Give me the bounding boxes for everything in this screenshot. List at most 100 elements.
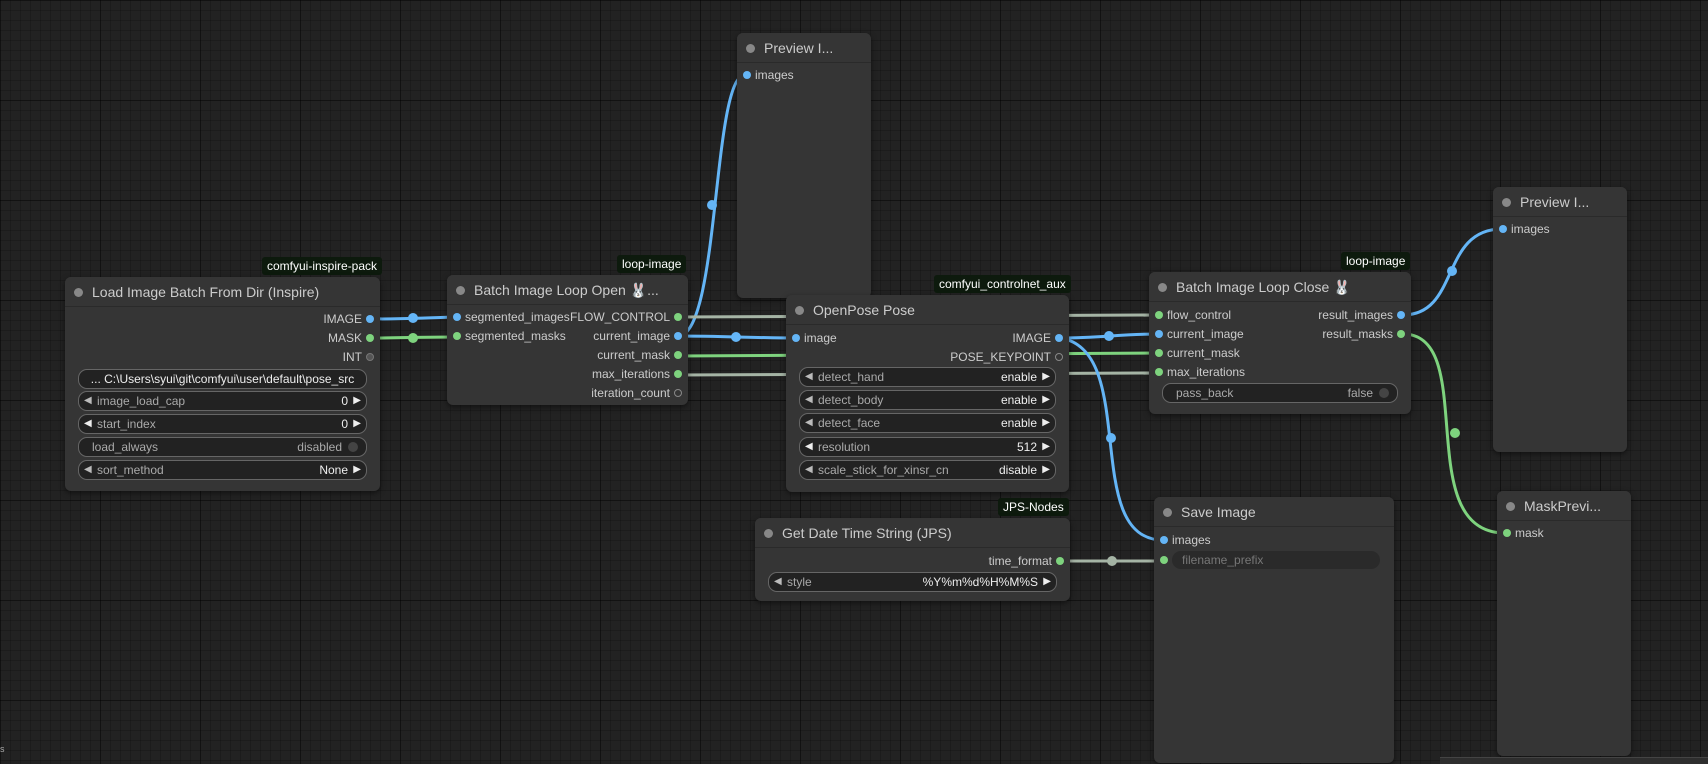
input-dot-icon[interactable]: [743, 71, 751, 79]
output-dot-icon[interactable]: [674, 313, 682, 321]
input-segmented-masks[interactable]: segmented_masks: [447, 327, 566, 345]
start-index-widget[interactable]: ◀ start_index 0 ▶: [78, 414, 367, 434]
output-dot-icon[interactable]: [674, 389, 682, 397]
decrement-arrow-icon[interactable]: ◀: [805, 461, 813, 479]
pass-back-toggle[interactable]: pass_back false: [1162, 383, 1398, 403]
input-image[interactable]: image: [786, 329, 837, 347]
input-flow-control[interactable]: flow_control: [1149, 306, 1231, 324]
decrement-arrow-icon[interactable]: ◀: [84, 461, 92, 479]
input-dot-icon[interactable]: [453, 332, 461, 340]
collapse-dot-icon[interactable]: [746, 44, 755, 53]
output-dot-icon[interactable]: [366, 353, 374, 361]
collapse-dot-icon[interactable]: [456, 286, 465, 295]
collapse-dot-icon[interactable]: [74, 288, 83, 297]
output-int[interactable]: INT: [343, 348, 380, 366]
input-dot-icon[interactable]: [1160, 536, 1168, 544]
increment-arrow-icon[interactable]: ▶: [1042, 414, 1050, 432]
increment-arrow-icon[interactable]: ▶: [353, 461, 361, 479]
output-dot-icon[interactable]: [1055, 334, 1063, 342]
node-batch-image-loop-close[interactable]: Batch Image Loop Close 🐰 flow_control cu…: [1149, 272, 1411, 414]
input-dot-icon[interactable]: [1155, 330, 1163, 338]
decrement-arrow-icon[interactable]: ◀: [84, 415, 92, 433]
increment-arrow-icon[interactable]: ▶: [1042, 391, 1050, 409]
output-result-images[interactable]: result_images: [1318, 306, 1411, 324]
node-openpose-pose[interactable]: OpenPose Pose image IMAGE POSE_KEYPOINT …: [786, 295, 1069, 492]
toggle-knob-icon[interactable]: [348, 442, 358, 452]
node-save-image[interactable]: Save Image images filename_prefix: [1154, 497, 1394, 763]
filename-prefix-input[interactable]: filename_prefix: [1172, 551, 1380, 569]
node-title-bar[interactable]: Batch Image Loop Close 🐰: [1149, 272, 1411, 302]
input-dot-icon[interactable]: [1499, 225, 1507, 233]
output-mask[interactable]: MASK: [328, 329, 380, 347]
node-title-bar[interactable]: Get Date Time String (JPS): [755, 518, 1070, 548]
output-time-format[interactable]: time_format: [989, 552, 1070, 570]
increment-arrow-icon[interactable]: ▶: [1043, 573, 1051, 591]
input-dot-icon[interactable]: [1503, 529, 1511, 537]
output-current-mask[interactable]: current_mask: [597, 346, 688, 364]
output-dot-icon[interactable]: [674, 370, 682, 378]
collapse-dot-icon[interactable]: [1506, 502, 1515, 511]
input-dot-icon[interactable]: [453, 313, 461, 321]
load-always-toggle[interactable]: load_always disabled: [78, 437, 367, 457]
node-title-bar[interactable]: OpenPose Pose: [786, 295, 1069, 325]
decrement-arrow-icon[interactable]: ◀: [774, 573, 782, 591]
input-dot-icon[interactable]: [1155, 368, 1163, 376]
decrement-arrow-icon[interactable]: ◀: [805, 368, 813, 386]
decrement-arrow-icon[interactable]: ◀: [805, 391, 813, 409]
decrement-arrow-icon[interactable]: ◀: [84, 392, 92, 410]
node-load-image-batch[interactable]: Load Image Batch From Dir (Inspire) IMAG…: [65, 277, 380, 491]
output-dot-icon[interactable]: [1056, 557, 1064, 565]
input-dot-icon[interactable]: [1155, 349, 1163, 357]
node-title-bar[interactable]: Load Image Batch From Dir (Inspire): [65, 277, 380, 307]
scale-stick-combo[interactable]: ◀ scale_stick_for_xinsr_cn disable ▶: [799, 460, 1056, 480]
resolution-widget[interactable]: ◀ resolution 512 ▶: [799, 437, 1056, 457]
input-dot-icon[interactable]: [1155, 311, 1163, 319]
output-pose-keypoint[interactable]: POSE_KEYPOINT: [950, 348, 1069, 366]
collapse-dot-icon[interactable]: [795, 306, 804, 315]
input-images[interactable]: images: [1154, 531, 1211, 549]
input-dot-icon[interactable]: [1160, 556, 1168, 564]
node-title-bar[interactable]: Batch Image Loop Open 🐰...: [447, 275, 688, 305]
detect-face-combo[interactable]: ◀ detect_face enable ▶: [799, 413, 1056, 433]
output-image[interactable]: IMAGE: [1012, 329, 1069, 347]
increment-arrow-icon[interactable]: ▶: [353, 415, 361, 433]
node-title-bar[interactable]: Preview I...: [1493, 187, 1627, 217]
input-segmented-images[interactable]: segmented_images: [447, 308, 570, 326]
output-result-masks[interactable]: result_masks: [1322, 325, 1411, 343]
node-preview-image[interactable]: Preview I... images: [1493, 187, 1627, 452]
collapse-dot-icon[interactable]: [1502, 198, 1511, 207]
output-current-image[interactable]: current_image: [593, 327, 688, 345]
toggle-knob-icon[interactable]: [1379, 388, 1389, 398]
detect-body-combo[interactable]: ◀ detect_body enable ▶: [799, 390, 1056, 410]
detect-hand-combo[interactable]: ◀ detect_hand enable ▶: [799, 367, 1056, 387]
sort-method-combo[interactable]: ◀ sort_method None ▶: [78, 460, 367, 480]
node-preview-image[interactable]: Preview I... images: [737, 33, 871, 298]
style-text-widget[interactable]: ◀ style %Y%m%d%H%M%S ▶: [768, 572, 1057, 592]
input-images[interactable]: images: [737, 66, 794, 84]
input-dot-icon[interactable]: [792, 334, 800, 342]
output-dot-icon[interactable]: [366, 315, 374, 323]
output-dot-icon[interactable]: [1397, 311, 1405, 319]
node-title-bar[interactable]: Save Image: [1154, 497, 1394, 527]
input-current-image[interactable]: current_image: [1149, 325, 1244, 343]
output-dot-icon[interactable]: [1055, 353, 1063, 361]
collapse-dot-icon[interactable]: [1158, 283, 1167, 292]
output-dot-icon[interactable]: [366, 334, 374, 342]
output-dot-icon[interactable]: [674, 351, 682, 359]
node-mask-preview[interactable]: MaskPrevi... mask: [1497, 491, 1631, 756]
node-title-bar[interactable]: Preview I...: [737, 33, 871, 63]
output-flow-control[interactable]: FLOW_CONTROL: [570, 308, 688, 326]
output-dot-icon[interactable]: [674, 332, 682, 340]
node-title-bar[interactable]: MaskPrevi...: [1497, 491, 1631, 521]
increment-arrow-icon[interactable]: ▶: [1042, 438, 1050, 456]
node-batch-image-loop-open[interactable]: Batch Image Loop Open 🐰... segmented_ima…: [447, 275, 688, 405]
image-load-cap-widget[interactable]: ◀ image_load_cap 0 ▶: [78, 391, 367, 411]
increment-arrow-icon[interactable]: ▶: [353, 392, 361, 410]
collapse-dot-icon[interactable]: [1163, 508, 1172, 517]
output-iteration-count[interactable]: iteration_count: [591, 384, 688, 402]
directory-path-input[interactable]: ... C:\Users\syui\git\comfyui\user\defau…: [78, 369, 367, 389]
input-max-iterations[interactable]: max_iterations: [1149, 363, 1245, 381]
input-images[interactable]: images: [1493, 220, 1550, 238]
output-dot-icon[interactable]: [1397, 330, 1405, 338]
input-mask[interactable]: mask: [1497, 524, 1544, 542]
